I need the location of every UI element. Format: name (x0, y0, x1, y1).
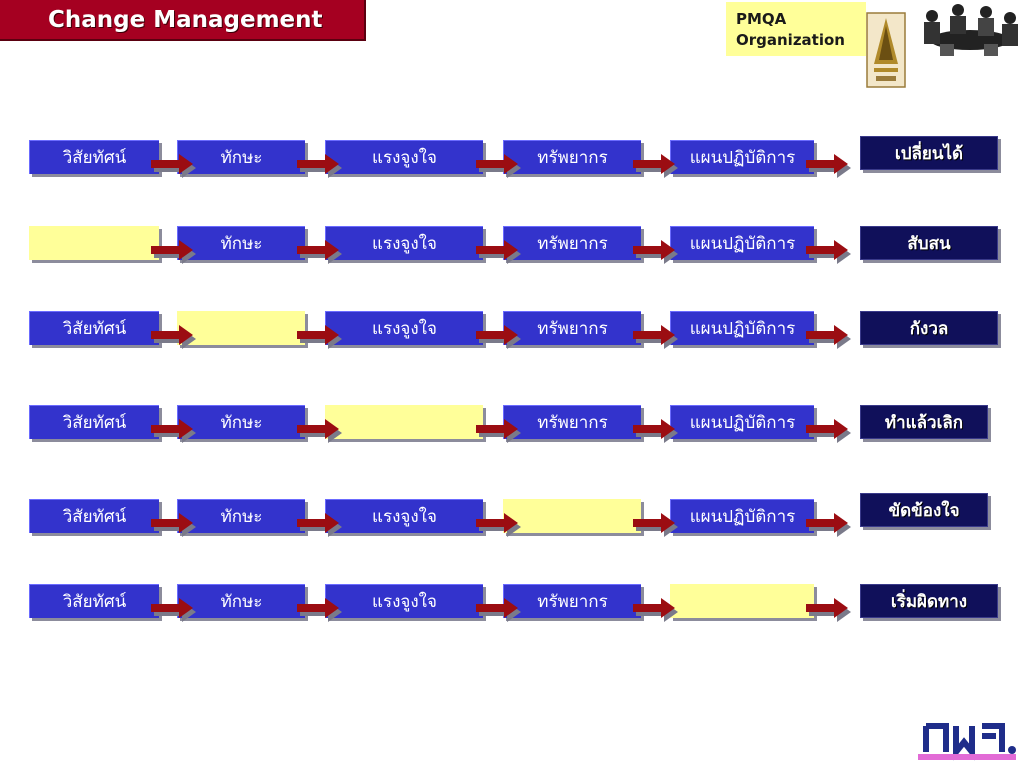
flow-arrow-icon (633, 240, 678, 264)
component-box: วิสัยทัศน์ (29, 405, 159, 439)
flow-arrow-icon (476, 419, 521, 443)
title-banner: Change Management (0, 0, 366, 41)
component-box: วิสัยทัศน์ (29, 140, 159, 174)
outcome-box: สับสน (860, 226, 998, 260)
page-title: Change Management (48, 6, 323, 33)
flow-arrow-icon (151, 154, 196, 178)
flow-arrow-icon (633, 513, 678, 537)
diagram-row: วิสัยทัศน์ ทักษะ แรงจูงใจ ทรัพยากร เริ่มผิดท… (0, 584, 1024, 624)
outcome-box: เปลี่ยนได้ (860, 136, 998, 170)
flow-arrow-icon (476, 240, 521, 264)
component-box: แผนปฏิบัติการ (670, 311, 814, 345)
flow-arrow-icon (476, 513, 521, 537)
component-box: ทรัพยากร (503, 140, 641, 174)
flow-arrow-icon (151, 325, 196, 349)
component-box: ทรัพยากร (503, 226, 641, 260)
pmqa-badge: PMQA Organization (726, 2, 866, 56)
component-box: ทรัพยากร (503, 584, 641, 618)
component-box: วิสัยทัศน์ (29, 499, 159, 533)
ocsc-logo-icon (918, 723, 1016, 761)
component-box: แผนปฏิบัติการ (670, 226, 814, 260)
flow-arrow-icon (151, 419, 196, 443)
component-box: แผนปฏิบัติการ (670, 140, 814, 174)
diagram-row: วิสัยทัศน์ ทักษะ แรงจูงใจ ทรัพยากร แผนปฏิบัต… (0, 136, 1024, 180)
component-box: ทรัพยากร (503, 405, 641, 439)
flow-arrow-icon (806, 598, 851, 622)
flow-arrow-icon (151, 598, 196, 622)
component-box: ทักษะ (177, 140, 305, 174)
flow-arrow-icon (476, 598, 521, 622)
outcome-box: กังวล (860, 311, 998, 345)
component-box: แผนปฏิบัติการ (670, 405, 814, 439)
diagram-row: ทักษะ แรงจูงใจ ทรัพยากร แผนปฏิบัติการ สับสน (0, 226, 1024, 266)
flow-arrow-icon (476, 154, 521, 178)
flow-arrow-icon (297, 513, 342, 537)
flow-arrow-icon (633, 154, 678, 178)
flow-arrow-icon (297, 154, 342, 178)
component-box: แรงจูงใจ (325, 311, 483, 345)
flow-arrow-icon (806, 240, 851, 264)
missing-component-box (325, 405, 483, 439)
flow-arrow-icon (476, 325, 521, 349)
flow-arrow-icon (297, 419, 342, 443)
missing-component-box (503, 499, 641, 533)
pmqa-emblem-icon (866, 12, 906, 88)
missing-component-box (670, 584, 814, 618)
outcome-box: ทำแล้วเลิก (860, 405, 988, 439)
flow-arrow-icon (297, 598, 342, 622)
flow-arrow-icon (151, 240, 196, 264)
component-box: ทักษะ (177, 584, 305, 618)
flow-arrow-icon (633, 419, 678, 443)
component-box: ทักษะ (177, 226, 305, 260)
flow-arrow-icon (806, 154, 851, 178)
flow-arrow-icon (806, 513, 851, 537)
diagram-row: วิสัยทัศน์ ทักษะ แรงจูงใจ แผนปฏิบัติการ ขัดข… (0, 493, 1024, 539)
flow-arrow-icon (297, 325, 342, 349)
component-box: ทักษะ (177, 499, 305, 533)
component-box: ทรัพยากร (503, 311, 641, 345)
diagram-row: วิสัยทัศน์ ทักษะ ทรัพยากร แผนปฏิบัติการ ทำแล… (0, 405, 1024, 445)
component-box: แผนปฏิบัติการ (670, 499, 814, 533)
missing-component-box (177, 311, 305, 345)
component-box: วิสัยทัศน์ (29, 311, 159, 345)
component-box: แรงจูงใจ (325, 584, 483, 618)
component-box: ทักษะ (177, 405, 305, 439)
pmqa-badge-text: PMQA Organization (736, 10, 845, 49)
diagram-row: วิสัยทัศน์ แรงจูงใจ ทรัพยากร แผนปฏิบัติการ ก… (0, 311, 1024, 351)
flow-arrow-icon (806, 325, 851, 349)
meeting-people-icon (910, 0, 1024, 58)
outcome-box: เริ่มผิดทาง (860, 584, 998, 618)
outcome-box: ขัดข้องใจ (860, 493, 988, 527)
component-box: วิสัยทัศน์ (29, 584, 159, 618)
component-box: แรงจูงใจ (325, 140, 483, 174)
flow-arrow-icon (633, 598, 678, 622)
missing-component-box (29, 226, 159, 260)
flow-arrow-icon (633, 325, 678, 349)
flow-arrow-icon (806, 419, 851, 443)
component-box: แรงจูงใจ (325, 226, 483, 260)
flow-arrow-icon (297, 240, 342, 264)
flow-arrow-icon (151, 513, 196, 537)
component-box: แรงจูงใจ (325, 499, 483, 533)
